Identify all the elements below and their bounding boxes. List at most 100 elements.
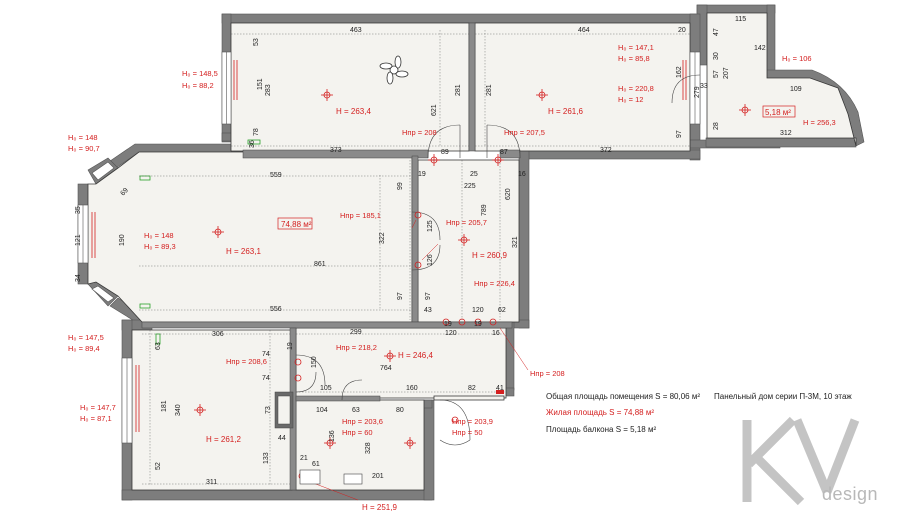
dim-label: 373 (330, 147, 342, 154)
height-label: Н₀ = 220,8 (618, 84, 654, 93)
dim-label: 28 (713, 122, 720, 130)
height-label: Нпр = 185,1 (340, 211, 381, 220)
height-label: Н₀ = 147,7 (80, 403, 116, 412)
marker-door5 (294, 358, 302, 366)
dim-label: 52 (155, 462, 162, 470)
height-label: Нпр = 50 (452, 428, 483, 437)
marker-bath2 (324, 437, 336, 449)
dimension-labels: 463 464 115 142 109 312 207 53 151 283 7… (75, 16, 802, 486)
dim-label: 764 (380, 365, 392, 372)
dim-label: 41 (496, 385, 504, 392)
dim-label: 861 (314, 261, 326, 268)
dim-label: 34 (75, 274, 82, 282)
dim-label: 19 (418, 171, 426, 178)
marker-bath (404, 437, 416, 449)
entry-marker (496, 390, 504, 394)
dim-label: 556 (270, 306, 282, 313)
room-top-left (230, 22, 470, 152)
dim-label: 559 (270, 172, 282, 179)
dim-label: 115 (735, 16, 746, 23)
height-markers (194, 89, 751, 480)
dim-label: 47 (713, 28, 720, 36)
dim-label: 74 (262, 375, 270, 382)
height-label: Н₀ = 89,3 (144, 242, 176, 251)
dim-label: 16 (518, 171, 526, 178)
height-label: Н₀ = 88,2 (182, 81, 214, 90)
dim-label: 63 (352, 407, 360, 414)
height-label: Н₀ = 87,1 (80, 414, 112, 423)
marker-door7 (442, 318, 497, 326)
dim-label: 620 (505, 188, 512, 200)
dim-label: 120 (472, 307, 484, 314)
dim-label: 151 (257, 78, 264, 90)
dim-label: 20 (678, 27, 686, 34)
dim-label: 372 (600, 147, 612, 154)
dim-label: 80 (396, 407, 404, 414)
dim-label: 120 (445, 330, 457, 337)
bath-fixtures (299, 469, 363, 485)
dim-label: 207 (723, 67, 730, 79)
marker-living (212, 226, 224, 238)
height-label: Н₀ = 148,5 (182, 69, 218, 78)
dim-label: 19 (287, 342, 294, 350)
logo-text: design (822, 484, 879, 504)
dim-label: 279 (694, 86, 701, 98)
sink-icon (343, 473, 363, 485)
dim-label: 311 (206, 479, 217, 486)
marker-balcony (739, 104, 751, 116)
height-label: Нпр = 205,7 (446, 218, 487, 227)
height-labels: Н₀ = 148,5 Н₀ = 88,2 Н₀ = 147,1 Н₀ = 85,… (68, 43, 836, 512)
dim-label: 69 (119, 187, 130, 198)
dim-label: 621 (431, 104, 438, 116)
height-label: Н = 263,4 (336, 107, 371, 116)
height-label: Нпр = 208 (402, 128, 437, 137)
ceiling-fan-icon (379, 55, 409, 85)
height-label: Н = 263,1 (226, 247, 261, 256)
dim-label: 104 (316, 407, 328, 414)
dim-label: 281 (455, 84, 462, 96)
dim-label: 463 (350, 27, 362, 34)
dim-label: 73 (265, 406, 272, 414)
height-label: Н₀ = 89,4 (68, 344, 100, 353)
dim-label: 160 (406, 385, 418, 392)
height-label: Н₀ = 106 (782, 54, 812, 63)
dim-label: 109 (790, 86, 802, 93)
dim-label: 105 (320, 385, 332, 392)
marker-door2 (492, 154, 504, 166)
total-area-label: Общая площадь помещения S = 80,06 м² (546, 392, 700, 401)
height-label: Нпр = 218,2 (336, 343, 377, 352)
dim-label: 30 (713, 52, 720, 60)
height-label: Н₀ = 90,7 (68, 144, 100, 153)
dim-label: 53 (253, 38, 260, 46)
height-label: Нпр = 207,5 (504, 128, 545, 137)
dim-label: 97 (397, 292, 404, 300)
dim-label: 150 (311, 356, 318, 368)
hall (417, 159, 520, 323)
balcony-area-box (762, 105, 796, 118)
dim-label: 36 (249, 140, 256, 148)
dim-label: 312 (780, 130, 792, 137)
dim-label: 97 (425, 292, 432, 300)
height-label: Н = 261,6 (548, 107, 583, 116)
dim-label: 78 (253, 128, 260, 136)
dim-label: 142 (754, 45, 766, 52)
dim-label: 61 (312, 461, 320, 468)
height-label: Нпр = 203,6 (342, 417, 383, 426)
dim-label: 16 (492, 330, 500, 337)
dim-label: 299 (350, 329, 362, 336)
living-area-box (277, 217, 313, 230)
dim-label: 33 (700, 83, 708, 90)
marker-door1 (428, 154, 440, 166)
dim-label: 321 (512, 236, 519, 248)
room-top-right (474, 22, 691, 152)
height-label: Н = 246,4 (398, 351, 433, 360)
dim-label: 74 (262, 351, 270, 358)
marker-toilet (451, 416, 459, 424)
marker-room2 (536, 89, 548, 101)
height-label: Нпр = 60 (342, 428, 373, 437)
dim-label: 181 (161, 400, 168, 412)
kv-logo: KV (742, 416, 860, 506)
dim-label: 43 (424, 307, 432, 314)
dim-label: 306 (212, 331, 224, 338)
living-area-label: 74,88 м² (281, 220, 312, 229)
